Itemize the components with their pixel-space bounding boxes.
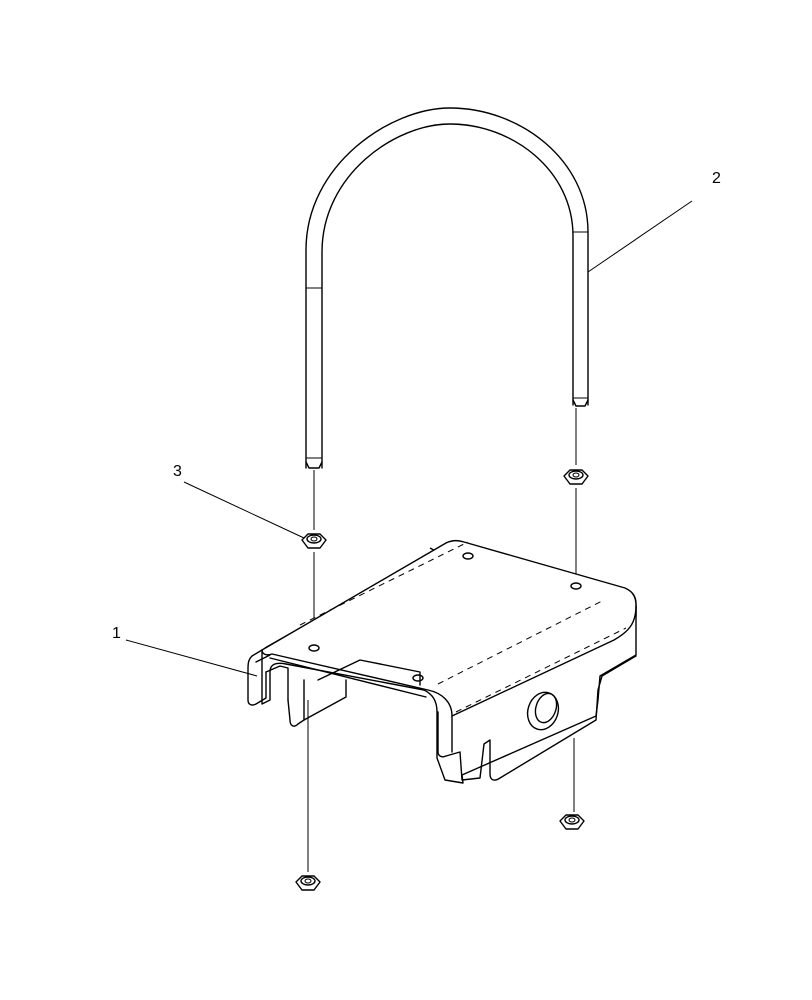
u-bolt xyxy=(305,107,589,469)
hex-nut-lower-left xyxy=(295,875,321,891)
leader-line-2 xyxy=(587,200,693,273)
assembly-centerlines xyxy=(307,408,577,872)
mounting-bracket xyxy=(247,539,637,784)
callout-1: 1 xyxy=(112,625,121,642)
leader-line-3 xyxy=(183,481,305,539)
callout-3: 3 xyxy=(173,463,182,480)
hex-nut-upper-right xyxy=(563,469,589,485)
hex-nut-lower-right xyxy=(559,814,585,830)
hex-nut-upper-left xyxy=(301,533,327,549)
leader-line-1 xyxy=(125,639,258,677)
callout-2: 2 xyxy=(712,170,721,187)
